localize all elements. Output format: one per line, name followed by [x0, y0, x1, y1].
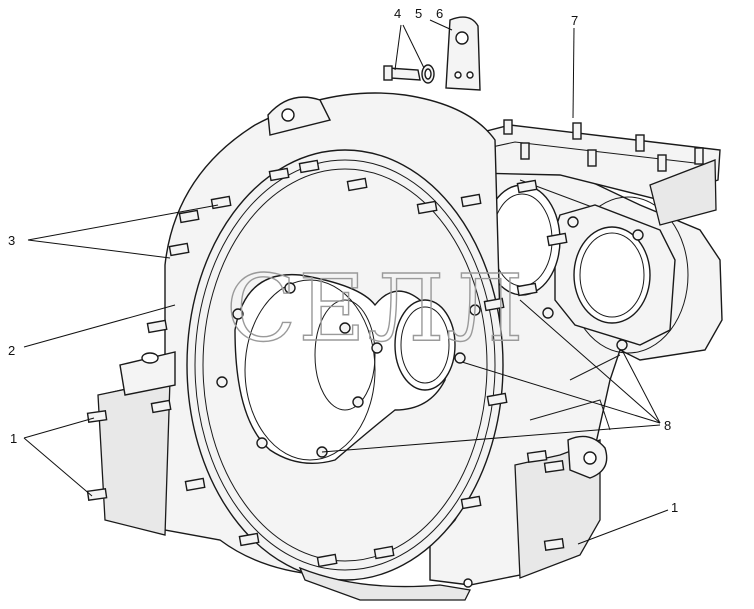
- label-3: 3: [8, 233, 15, 248]
- watermark: СЕЛЛ: [226, 255, 525, 362]
- perimeter-studs: [86, 159, 568, 568]
- left-lower-block: [97, 351, 176, 536]
- label-4: 4: [394, 6, 401, 21]
- label-6: 6: [436, 6, 443, 21]
- bracket-assembly: [383, 16, 481, 91]
- label-8: 8: [664, 418, 671, 433]
- label-2: 2: [8, 343, 15, 358]
- label-5: 5: [415, 6, 422, 21]
- label-1-right: 1: [671, 500, 678, 515]
- top-cover-plate: [427, 114, 721, 226]
- inner-openings: [234, 273, 456, 465]
- leader-lines: [23, 19, 669, 545]
- side-flange: [542, 204, 676, 351]
- callouts: 4 5 6 7 3 2 1 8 1: [8, 6, 678, 515]
- inner-studs: [216, 282, 481, 458]
- bottom-lip: [298, 566, 471, 601]
- label-1-left: 1: [10, 431, 17, 446]
- rear-bracket: [567, 435, 608, 479]
- label-7: 7: [571, 13, 578, 28]
